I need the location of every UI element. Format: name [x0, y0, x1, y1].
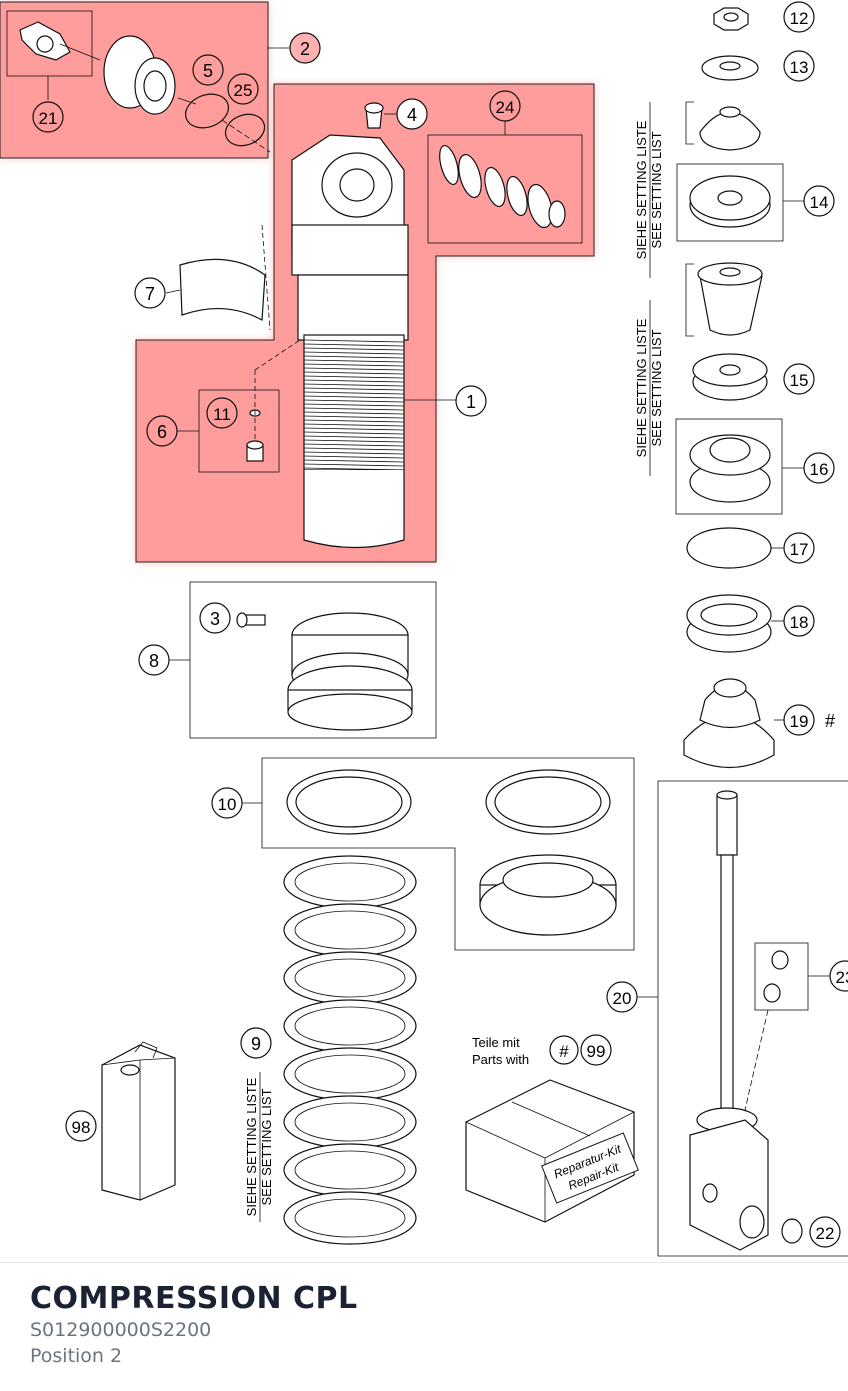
- svg-text:12: 12: [790, 9, 809, 28]
- callout-23: 23: [829, 960, 848, 992]
- svg-text:SEE SETTING LIST: SEE SETTING LIST: [649, 131, 664, 248]
- callout-2: 2: [268, 32, 321, 64]
- callout-10: 10: [211, 787, 243, 819]
- callout-hash: #: [549, 1035, 579, 1065]
- highlight-region[interactable]: [0, 1, 595, 563]
- callout-18: 18: [783, 605, 815, 637]
- svg-text:8: 8: [149, 651, 159, 671]
- callout-16: 16: [803, 452, 835, 484]
- callout-19-hash: #: [825, 711, 835, 731]
- svg-text:25: 25: [234, 81, 253, 100]
- part-7-shield: [165, 224, 271, 331]
- svg-text:99: 99: [587, 1042, 606, 1061]
- legend-en: Parts with: [472, 1052, 529, 1067]
- part-code: S012900000S2200: [30, 1319, 212, 1341]
- svg-text:21: 21: [39, 109, 58, 128]
- legend-de: Teile mit: [472, 1035, 520, 1050]
- svg-text:SEE SETTING LIST: SEE SETTING LIST: [259, 1088, 274, 1205]
- svg-text:11: 11: [213, 405, 231, 424]
- callout-6: 6: [146, 415, 178, 447]
- part-24-piston-kit: [427, 121, 583, 244]
- svg-text:98: 98: [72, 1118, 91, 1137]
- setting-note-3: SIEHE SETTING LISTE SEE SETTING LIST: [244, 1072, 274, 1222]
- callout-24: 24: [489, 90, 521, 122]
- callout-7: 7: [134, 277, 166, 309]
- part-20-damper-rod-box: [636, 780, 848, 1257]
- callout-19: 19: [783, 704, 815, 736]
- callout-22: 22: [809, 1216, 841, 1248]
- svg-text:SIEHE SETTING LISTE: SIEHE SETTING LISTE: [244, 1077, 259, 1216]
- callout-14: 14: [803, 185, 835, 217]
- svg-text:18: 18: [790, 613, 809, 632]
- setting-note-2: SIEHE SETTING LISTE SEE SETTING LIST: [634, 300, 664, 476]
- callout-3: 3: [199, 602, 231, 634]
- caption-title: COMPRESSION CPL: [30, 1281, 358, 1316]
- callout-15: 15: [783, 363, 815, 395]
- right-column-parts: [675, 7, 804, 769]
- repair-kit-label: Reparatur-Kit Repair-Kit: [541, 1132, 639, 1204]
- svg-text:SIEHE SETTING LISTE: SIEHE SETTING LISTE: [634, 318, 649, 457]
- callout-5: 5: [192, 54, 224, 86]
- callout-labels: 1 2 3 4 5 6 7 8 9 10 11 12 13 14 15 16 1…: [32, 1, 848, 1248]
- svg-text:4: 4: [407, 105, 417, 125]
- callout-21: 21: [32, 101, 64, 133]
- callout-13: 13: [783, 50, 815, 82]
- svg-text:SEE SETTING LIST: SEE SETTING LIST: [649, 329, 664, 446]
- svg-text:23: 23: [836, 968, 848, 987]
- shock-body: [291, 134, 456, 549]
- valve-subassembly: [6, 10, 271, 153]
- callout-20: 20: [606, 981, 638, 1013]
- svg-text:19: 19: [790, 712, 809, 731]
- part-10-spring-seat-box: [242, 757, 635, 951]
- callout-99: 99: [580, 1034, 612, 1066]
- callout-1: 1: [455, 385, 487, 417]
- callout-12: 12: [783, 1, 815, 33]
- setting-note-1: SIEHE SETTING LISTE SEE SETTING LIST: [634, 102, 664, 278]
- svg-text:6: 6: [157, 422, 167, 442]
- svg-text:3: 3: [210, 609, 220, 629]
- spring: [283, 855, 417, 1245]
- part-8-adjuster-box: [169, 581, 437, 739]
- position-label: Position 2: [30, 1345, 123, 1367]
- oil-can: [101, 1041, 176, 1201]
- svg-text:1: 1: [466, 392, 476, 412]
- svg-text:SIEHE SETTING LISTE: SIEHE SETTING LISTE: [634, 120, 649, 259]
- callout-98: 98: [65, 1110, 97, 1142]
- svg-text:14: 14: [810, 193, 829, 212]
- svg-text:24: 24: [496, 98, 515, 117]
- svg-text:20: 20: [613, 989, 632, 1008]
- callout-8: 8: [138, 644, 170, 676]
- svg-text:16: 16: [810, 460, 829, 479]
- callout-9: 9: [240, 1027, 272, 1059]
- svg-text:13: 13: [790, 58, 809, 77]
- svg-text:9: 9: [251, 1034, 261, 1054]
- callout-25: 25: [227, 73, 259, 105]
- part-4-screw: [364, 102, 399, 129]
- svg-text:7: 7: [145, 284, 155, 304]
- caption-panel: COMPRESSION CPL S012900000S2200 Position…: [0, 1262, 848, 1391]
- svg-text:22: 22: [816, 1224, 835, 1243]
- svg-text:2: 2: [300, 39, 310, 59]
- svg-text:10: 10: [218, 795, 237, 814]
- callout-4: 4: [396, 98, 428, 130]
- svg-text:17: 17: [790, 540, 809, 559]
- part-6-11-valve-box: [177, 339, 301, 473]
- svg-text:5: 5: [203, 61, 213, 81]
- exploded-parts-diagram: 1 2 3 4 5 6 7 8 9 10 11 12 13 14 15 16 1…: [0, 1, 848, 1257]
- svg-text:15: 15: [790, 371, 809, 390]
- callout-11: 11: [206, 397, 238, 429]
- callout-17: 17: [783, 532, 815, 564]
- svg-text:#: #: [559, 1042, 569, 1061]
